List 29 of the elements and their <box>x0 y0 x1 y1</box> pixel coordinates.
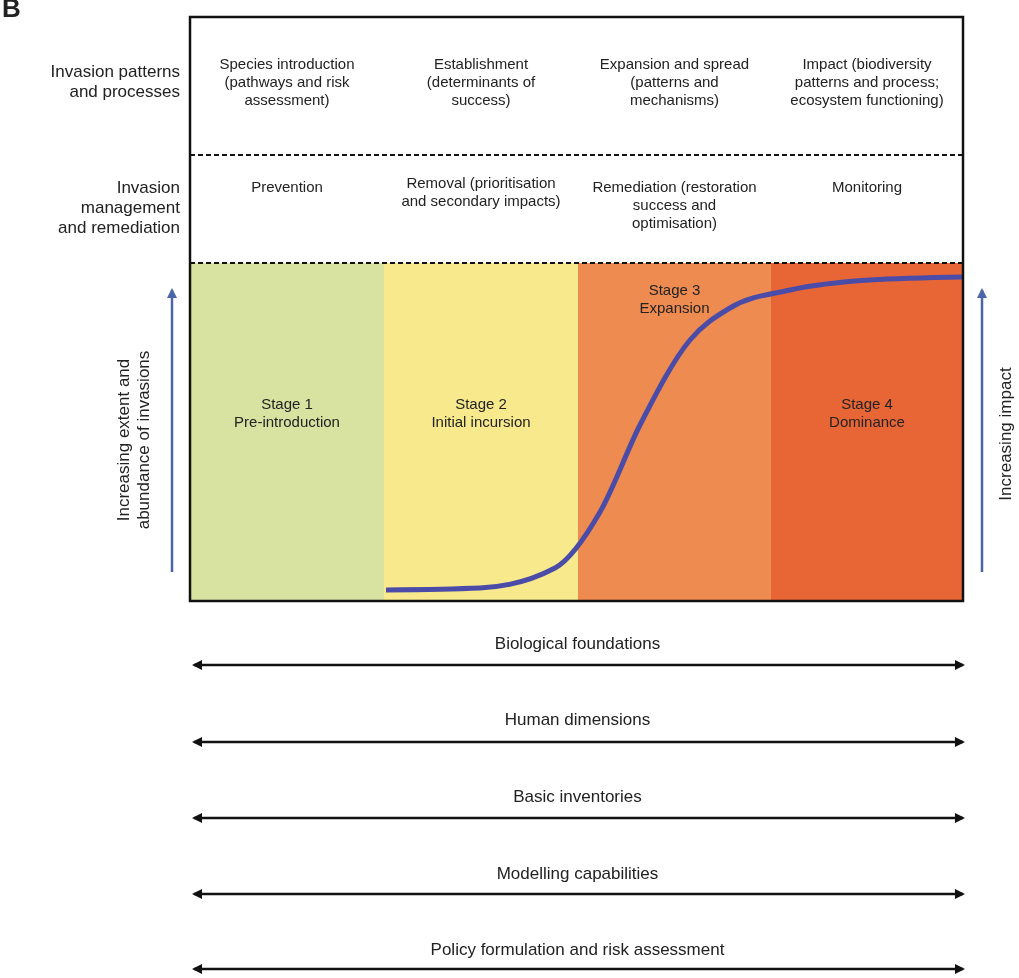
stage-band <box>384 263 578 601</box>
stage-band <box>771 263 963 601</box>
management-text: Remediation (restoration success and optimisation) <box>591 178 758 232</box>
stage-number: Stage 1 <box>261 395 313 413</box>
management-text: Monitoring <box>830 178 903 196</box>
stage-name: Pre-introduction <box>234 413 340 431</box>
range-label: Human dimensions <box>503 710 652 730</box>
process-text: Expansion and spread (patterns and mechanisms) <box>598 55 751 109</box>
stage-name: Initial incursion <box>431 413 531 431</box>
stage-number: Stage 3 <box>648 281 701 299</box>
stage-name: Dominance <box>829 413 905 431</box>
stage-number: Stage 2 <box>455 395 507 413</box>
stage-band <box>578 263 771 601</box>
process-text: Species introduction (pathways and risk assessment) <box>218 55 356 109</box>
stage-name: Expansion <box>639 299 710 317</box>
axis-label: Increasing extent and abundance of invasions <box>114 349 154 532</box>
management-text: Prevention <box>250 178 324 196</box>
axis-label: Increasing impact <box>996 366 1016 503</box>
process-text: Impact (biodiversity patterns and process; ecosystem functioning) <box>789 55 945 109</box>
management-text: Removal (prioritisation and secondary impacts) <box>400 174 562 210</box>
stage-number: Stage 4 <box>841 395 893 413</box>
range-label: Policy formulation and risk assessment <box>429 940 726 960</box>
row-heading: Invasion management and remediation <box>57 178 180 238</box>
row-heading: Invasion patterns and processes <box>49 62 180 102</box>
range-label: Basic inventories <box>512 787 643 807</box>
process-text: Establishment (determinants of success) <box>425 55 537 109</box>
range-label: Modelling capabilities <box>495 864 660 884</box>
stage-band <box>190 263 384 601</box>
range-label: Biological foundations <box>493 634 662 654</box>
